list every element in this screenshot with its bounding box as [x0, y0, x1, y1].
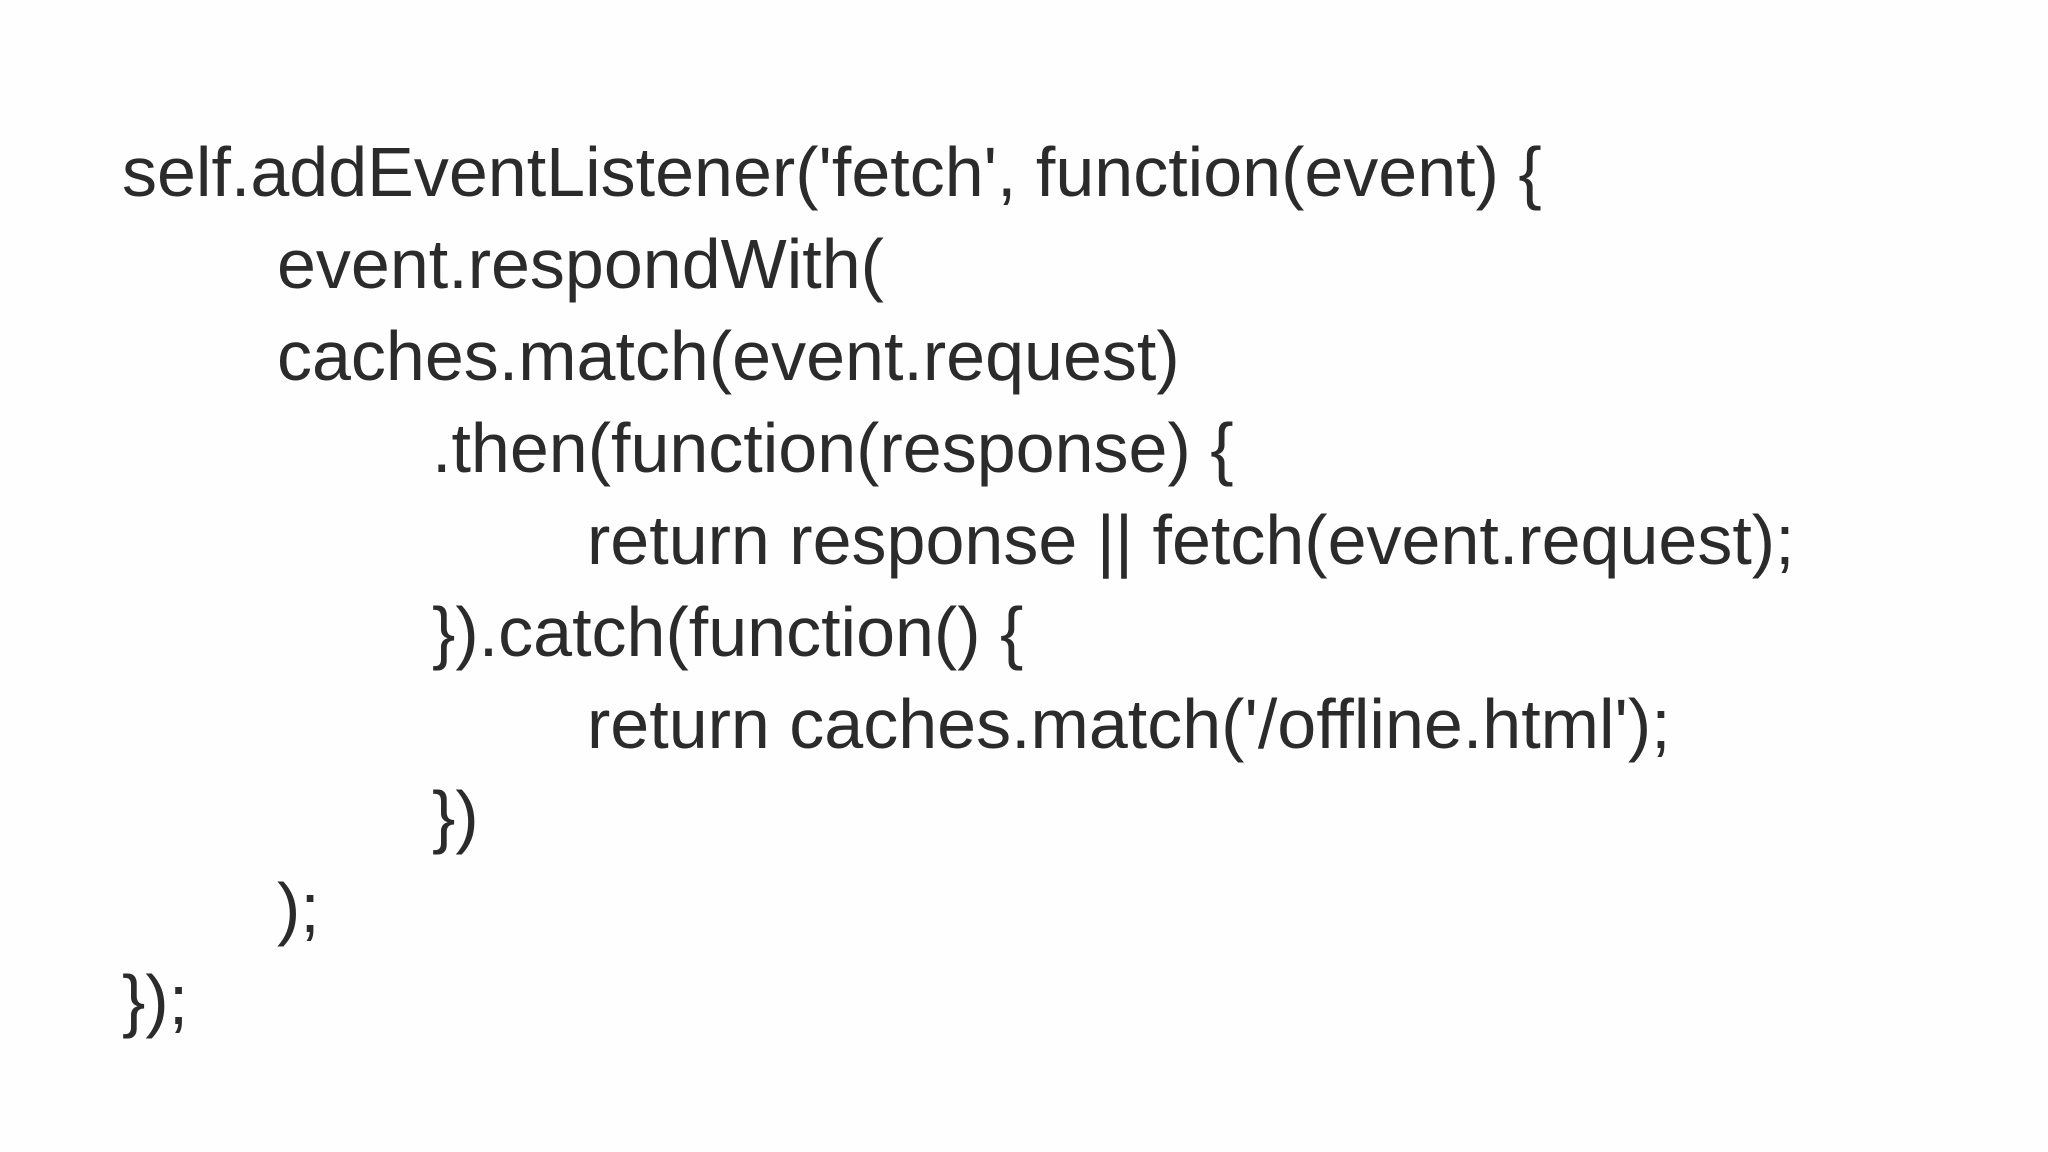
- code-line: return caches.match('/offline.html');: [122, 685, 1671, 763]
- code-line: .then(function(response) {: [122, 409, 1234, 487]
- code-line: event.respondWith(: [122, 225, 884, 303]
- code-line: }).catch(function() {: [122, 593, 1024, 671]
- code-line: });: [122, 961, 189, 1039]
- code-line: }): [122, 777, 479, 855]
- code-line: self.addEventListener('fetch', function(…: [122, 133, 1542, 211]
- code-line: caches.match(event.request): [122, 317, 1180, 395]
- code-line: return response || fetch(event.request);: [122, 501, 1795, 579]
- code-block: self.addEventListener('fetch', function(…: [122, 126, 1795, 1046]
- code-line: );: [122, 869, 320, 947]
